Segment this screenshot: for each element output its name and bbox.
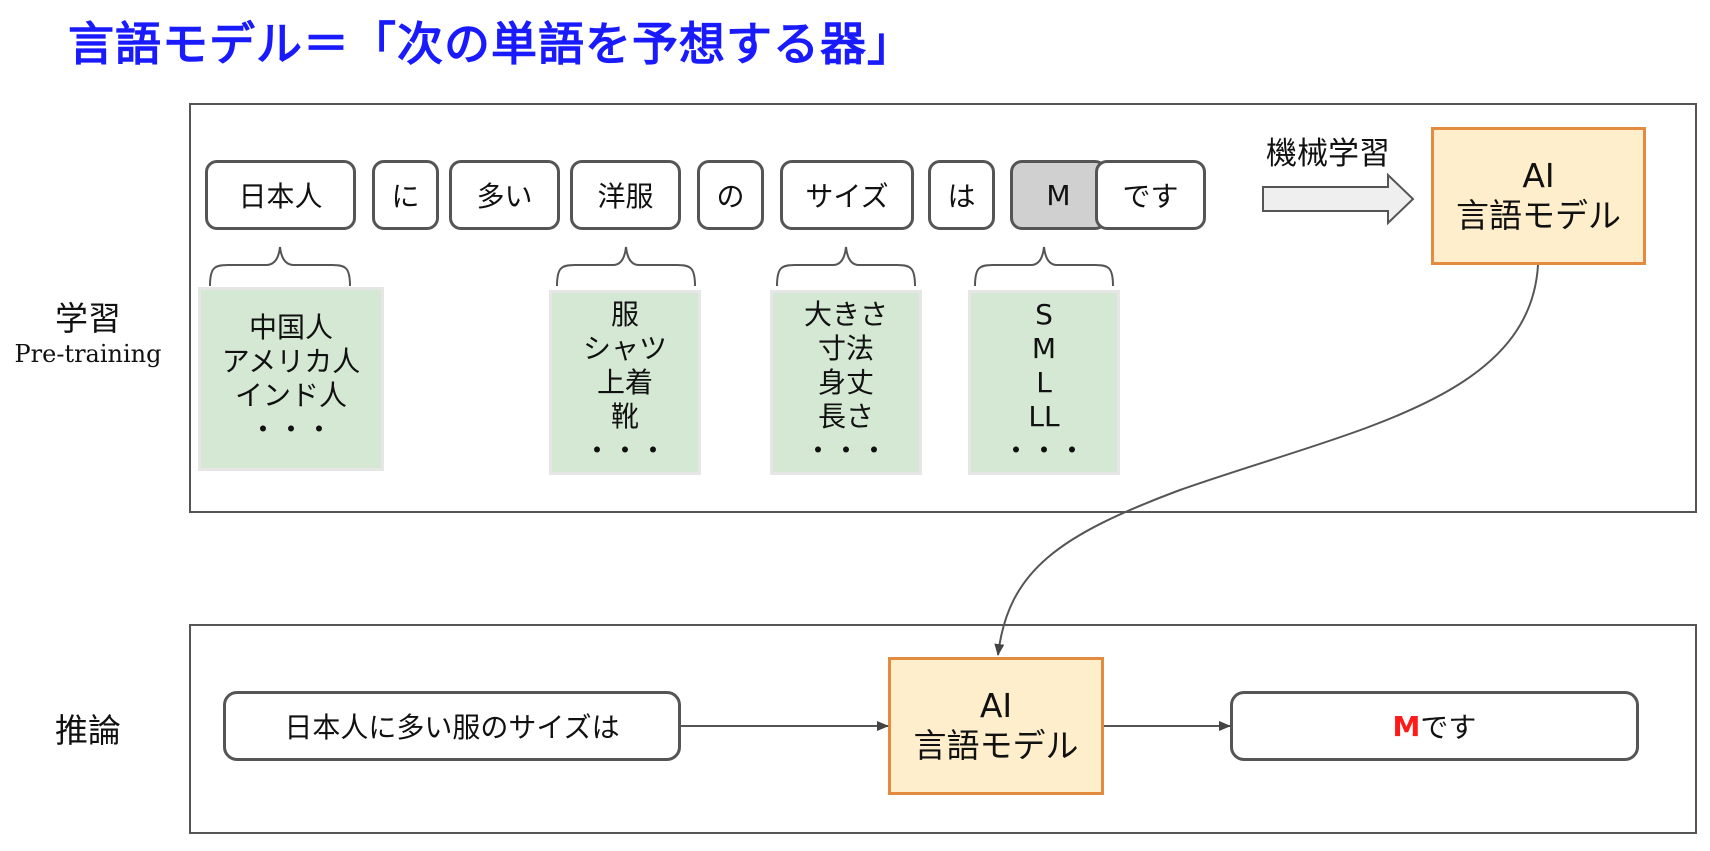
candidate-item: 中国人	[248, 311, 333, 344]
candidate-item: 身丈	[817, 365, 874, 399]
training-label-jp: 学習	[55, 299, 121, 338]
brace-icon	[974, 246, 1114, 287]
token-box: 日本人	[205, 160, 356, 230]
page-title: 言語モデル＝「次の単語を予想する器」	[68, 17, 914, 71]
candidate-item: ・・・	[1001, 433, 1086, 467]
inference-label-jp: 推論	[55, 711, 121, 750]
candidate-item: ・・・	[248, 413, 333, 446]
training-label-en: Pre-training	[14, 340, 162, 368]
model-line2: 言語モデル	[1456, 196, 1621, 235]
model-transfer-arrow	[994, 264, 1539, 656]
model-line2: 言語モデル	[913, 726, 1079, 765]
candidate-list: 大きさ 寸法 身丈 長さ ・・・	[770, 290, 922, 475]
candidate-item: 大きさ	[803, 297, 888, 331]
token-box: 多い	[449, 160, 560, 230]
candidate-item: 靴	[610, 399, 639, 433]
brace-icon	[209, 246, 351, 287]
machine-learning-label: 機械学習	[1266, 136, 1390, 172]
brace-icon	[556, 246, 696, 287]
machine-learning-arrow-icon	[1262, 172, 1415, 226]
candidate-item: ・・・	[803, 433, 888, 467]
token-box: の	[697, 160, 764, 230]
inference-label: 推論	[8, 704, 168, 752]
inference-model-box: AI 言語モデル	[888, 657, 1104, 795]
model-line1: AI	[1522, 156, 1555, 195]
candidate-item: 服	[610, 297, 639, 331]
candidate-item: ・・・	[582, 433, 667, 467]
candidate-item: アメリカ人	[221, 345, 361, 378]
token-box: に	[372, 160, 439, 230]
token-box: は	[928, 160, 995, 230]
candidate-item: シャツ	[582, 331, 667, 365]
token-box: 洋服	[570, 160, 681, 230]
candidate-item: LL	[1028, 399, 1060, 433]
training-label: 学習 Pre-training	[8, 292, 168, 368]
candidate-item: 長さ	[817, 399, 874, 433]
candidate-list: 中国人 アメリカ人 インド人 ・・・	[198, 287, 384, 471]
model-line1: AI	[979, 686, 1013, 725]
candidate-list: S M L LL ・・・	[968, 290, 1120, 475]
token-box: です	[1095, 160, 1206, 230]
output-rest: です	[1420, 711, 1477, 744]
training-model-box: AI 言語モデル	[1431, 127, 1646, 265]
token-box: サイズ	[780, 160, 914, 230]
candidate-item: 寸法	[817, 331, 874, 365]
output-highlight: M	[1392, 709, 1421, 743]
candidate-item: L	[1036, 365, 1052, 399]
candidate-item: S	[1035, 297, 1053, 331]
candidate-item: M	[1031, 331, 1057, 365]
brace-icon	[776, 246, 916, 287]
candidate-list: 服 シャツ 上着 靴 ・・・	[549, 290, 701, 475]
candidate-item: インド人	[234, 379, 347, 412]
candidate-item: 上着	[596, 365, 653, 399]
inference-input-box: 日本人に多い服のサイズは	[223, 691, 681, 761]
